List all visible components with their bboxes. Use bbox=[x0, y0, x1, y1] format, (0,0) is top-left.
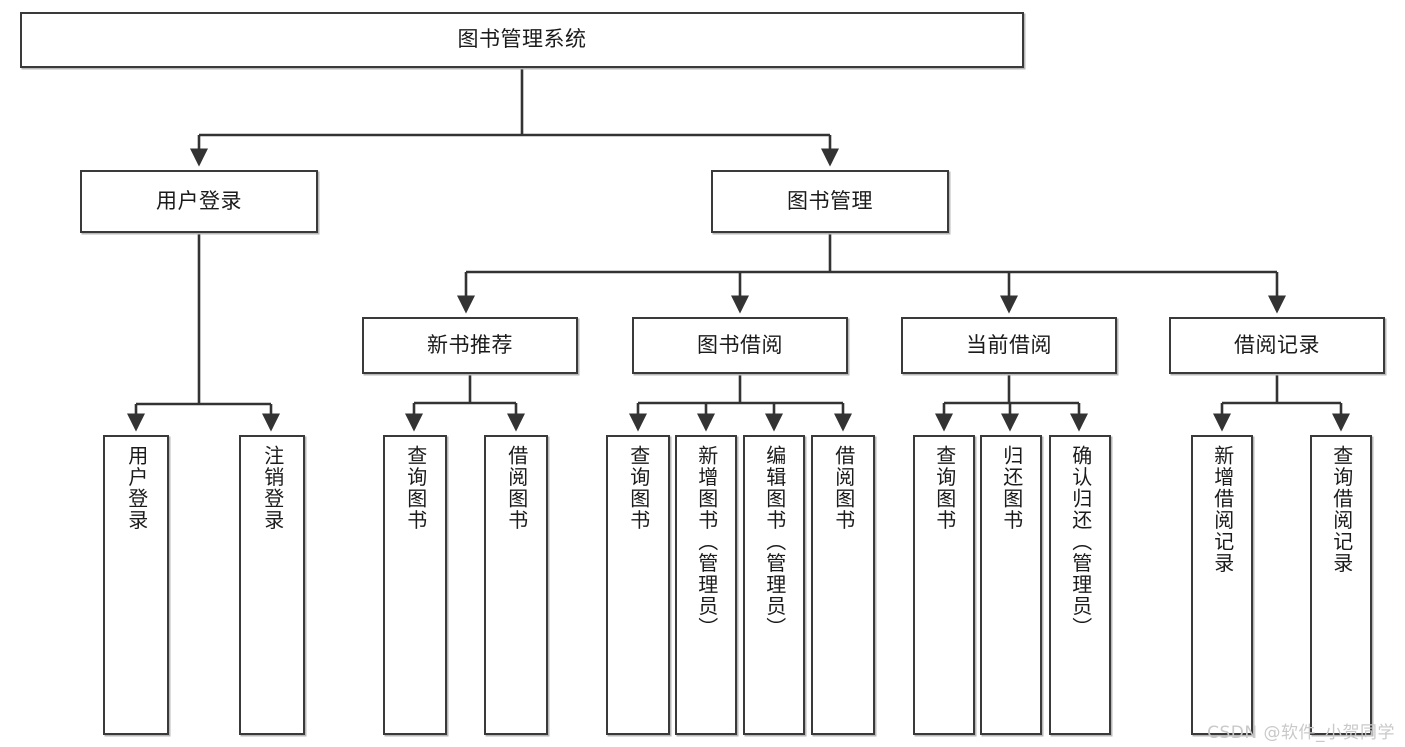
node-root[interactable]: 图书管理系统 bbox=[20, 12, 1024, 68]
watermark-text: CSDN @软件_小贺同学 bbox=[1207, 723, 1395, 743]
leaf-user-login-logout[interactable]: 注销登录 bbox=[239, 435, 305, 735]
node-user-login-label: 用户登录 bbox=[156, 188, 242, 213]
node-book-borrow[interactable]: 图书借阅 bbox=[632, 317, 848, 374]
leaf-label: 确认归还（管理员） bbox=[1068, 445, 1093, 639]
node-book-management-label: 图书管理 bbox=[787, 188, 873, 213]
leaf-label: 注销登录 bbox=[260, 445, 285, 531]
leaf-book-borrow-edit[interactable]: 编辑图书（管理员） bbox=[743, 435, 805, 735]
node-book-borrow-label: 图书借阅 bbox=[697, 332, 783, 357]
leaf-book-borrow-add[interactable]: 新增图书（管理员） bbox=[675, 435, 737, 735]
node-new-book-recommend-label: 新书推荐 bbox=[427, 332, 513, 357]
leaf-borrow-record-query[interactable]: 查询借阅记录 bbox=[1310, 435, 1372, 735]
node-user-login[interactable]: 用户登录 bbox=[80, 170, 318, 233]
leaf-label: 编辑图书（管理员） bbox=[762, 445, 787, 639]
leaf-label: 借阅图书 bbox=[831, 445, 856, 531]
leaf-book-borrow-query[interactable]: 查询图书 bbox=[606, 435, 670, 735]
leaf-user-login-login[interactable]: 用户登录 bbox=[103, 435, 169, 735]
node-book-management[interactable]: 图书管理 bbox=[711, 170, 949, 233]
leaf-label: 借阅图书 bbox=[504, 445, 529, 531]
leaf-new-book-borrow[interactable]: 借阅图书 bbox=[484, 435, 548, 735]
leaf-borrow-record-add[interactable]: 新增借阅记录 bbox=[1191, 435, 1253, 735]
leaf-book-borrow-borrow[interactable]: 借阅图书 bbox=[811, 435, 875, 735]
leaf-label: 查询图书 bbox=[403, 445, 428, 531]
node-new-book-recommend[interactable]: 新书推荐 bbox=[362, 317, 578, 374]
node-current-borrow-label: 当前借阅 bbox=[966, 332, 1052, 357]
leaf-current-borrow-return[interactable]: 归还图书 bbox=[980, 435, 1042, 735]
leaf-label: 查询图书 bbox=[932, 445, 957, 531]
leaf-label: 用户登录 bbox=[124, 445, 149, 531]
leaf-label: 查询借阅记录 bbox=[1329, 445, 1354, 574]
leaf-current-borrow-confirm-return[interactable]: 确认归还（管理员） bbox=[1049, 435, 1111, 735]
leaf-label: 归还图书 bbox=[999, 445, 1024, 531]
node-root-label: 图书管理系统 bbox=[457, 27, 587, 52]
leaf-current-borrow-query[interactable]: 查询图书 bbox=[913, 435, 975, 735]
node-current-borrow[interactable]: 当前借阅 bbox=[901, 317, 1117, 374]
node-borrow-record-label: 借阅记录 bbox=[1234, 332, 1320, 357]
leaf-label: 新增图书（管理员） bbox=[694, 445, 719, 639]
leaf-new-book-query[interactable]: 查询图书 bbox=[383, 435, 447, 735]
leaf-label: 新增借阅记录 bbox=[1210, 445, 1235, 574]
node-borrow-record[interactable]: 借阅记录 bbox=[1169, 317, 1385, 374]
leaf-label: 查询图书 bbox=[626, 445, 651, 531]
